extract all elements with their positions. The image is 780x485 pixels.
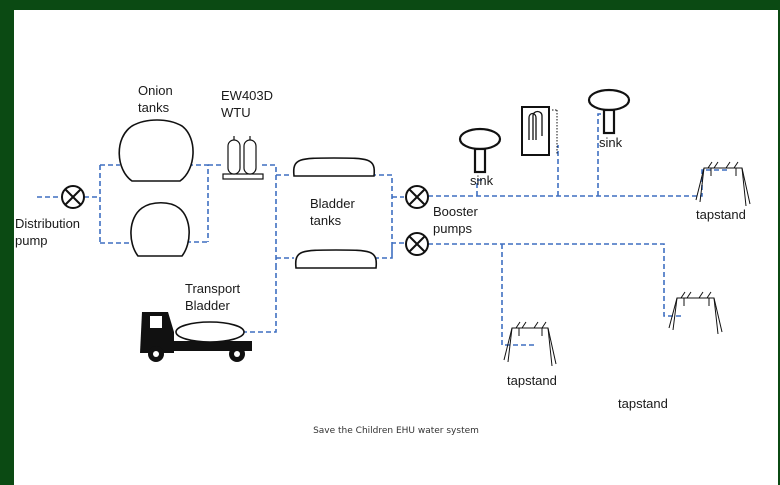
distribution-pump-label-line2: pump <box>15 233 48 248</box>
distribution-pump-label: Distribution pump <box>15 215 80 249</box>
pipe-booster-upper <box>428 169 727 197</box>
pipe-branch-sink-right <box>597 113 606 196</box>
sink-icon <box>458 127 502 174</box>
tapstand-bottom-right-label: tapstand <box>618 396 668 411</box>
wtu-label-line2: WTU <box>221 105 251 120</box>
onion-tank-icon <box>118 119 194 182</box>
transport-bladder-label-line2: Bladder <box>185 298 230 313</box>
pipe-wtu-to-bladders <box>262 164 294 265</box>
booster-pumps-label-line2: pumps <box>433 221 473 236</box>
sink-icon <box>587 88 631 135</box>
distribution-pump-label-line1: Distribution <box>15 216 81 231</box>
pipe-pump-to-onion <box>84 164 130 244</box>
diagram-caption: Save the Children EHU water system <box>313 426 479 436</box>
sink-left-label: sink <box>470 173 494 188</box>
booster-pump-icon <box>405 232 429 256</box>
tapstand-icon <box>695 161 751 207</box>
wtu-label: EW403D WTU <box>221 87 273 121</box>
tapstand-icon <box>503 321 557 367</box>
transport-bladder-label: Transport Bladder <box>185 280 240 314</box>
tapstand-right-label: tapstand <box>696 207 746 222</box>
water-treatment-unit-icon <box>222 136 264 180</box>
bladder-tanks-label: Bladder tanks <box>310 195 355 229</box>
wtu-label-line1: EW403D <box>221 88 274 103</box>
tapstand-bottom-left-label: tapstand <box>507 373 557 388</box>
water-system-diagram <box>37 88 751 367</box>
pipe-booster-lower <box>428 243 684 317</box>
pipe-branch-tapstand-left <box>501 244 534 346</box>
pipe-branch-sink-left <box>476 179 484 196</box>
booster-pumps-label: Booster pumps <box>433 203 478 237</box>
bladder-tanks-label-line1: Bladder <box>310 196 355 211</box>
booster-pump-icon <box>405 185 429 209</box>
bladder-tanks-label-line2: tanks <box>310 213 342 228</box>
tapstand-icon <box>668 291 723 335</box>
bladder-tank-icon <box>294 249 378 269</box>
pipe-transport <box>242 265 277 333</box>
distribution-pump-icon <box>61 185 85 209</box>
bladder-tank-icon <box>292 157 376 177</box>
sink-right-label: sink <box>599 135 623 150</box>
onion-tanks-label-line2: tanks <box>138 100 170 115</box>
onion-tanks-label-line1: Onion <box>138 83 173 98</box>
onion-tanks-label: Onion tanks <box>138 82 173 116</box>
pipe-bladders-to-booster <box>371 174 404 259</box>
onion-tank-icon <box>130 201 190 257</box>
truck-icon <box>140 312 252 362</box>
pipe-network <box>37 113 727 346</box>
transport-bladder-label-line1: Transport <box>185 281 241 296</box>
booster-pumps-label-line1: Booster <box>433 204 478 219</box>
diagram-canvas: Onion tanks EW403D WTU Distribution pump… <box>14 10 778 485</box>
handwash-station-icon <box>521 106 558 156</box>
